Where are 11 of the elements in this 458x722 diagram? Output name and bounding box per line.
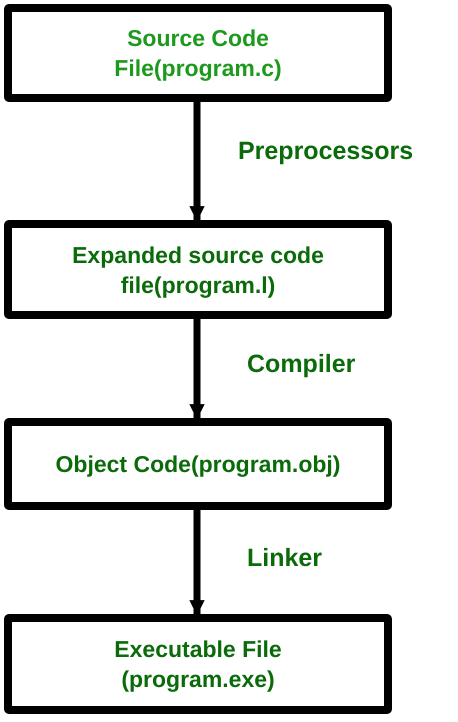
arrow [189, 319, 205, 420]
arrow [189, 102, 205, 222]
box-label: Object Code(program.obj) [56, 450, 340, 479]
process-box [4, 4, 392, 102]
process-box [4, 418, 392, 510]
process-box [4, 614, 392, 714]
arrow [189, 510, 205, 616]
box-label: Source Code File(program.c) [113, 24, 283, 83]
process-box [4, 220, 392, 319]
box-label: Expanded source code file(program.l) [71, 240, 325, 300]
box-label: Executable File (program.exe) [113, 635, 283, 694]
